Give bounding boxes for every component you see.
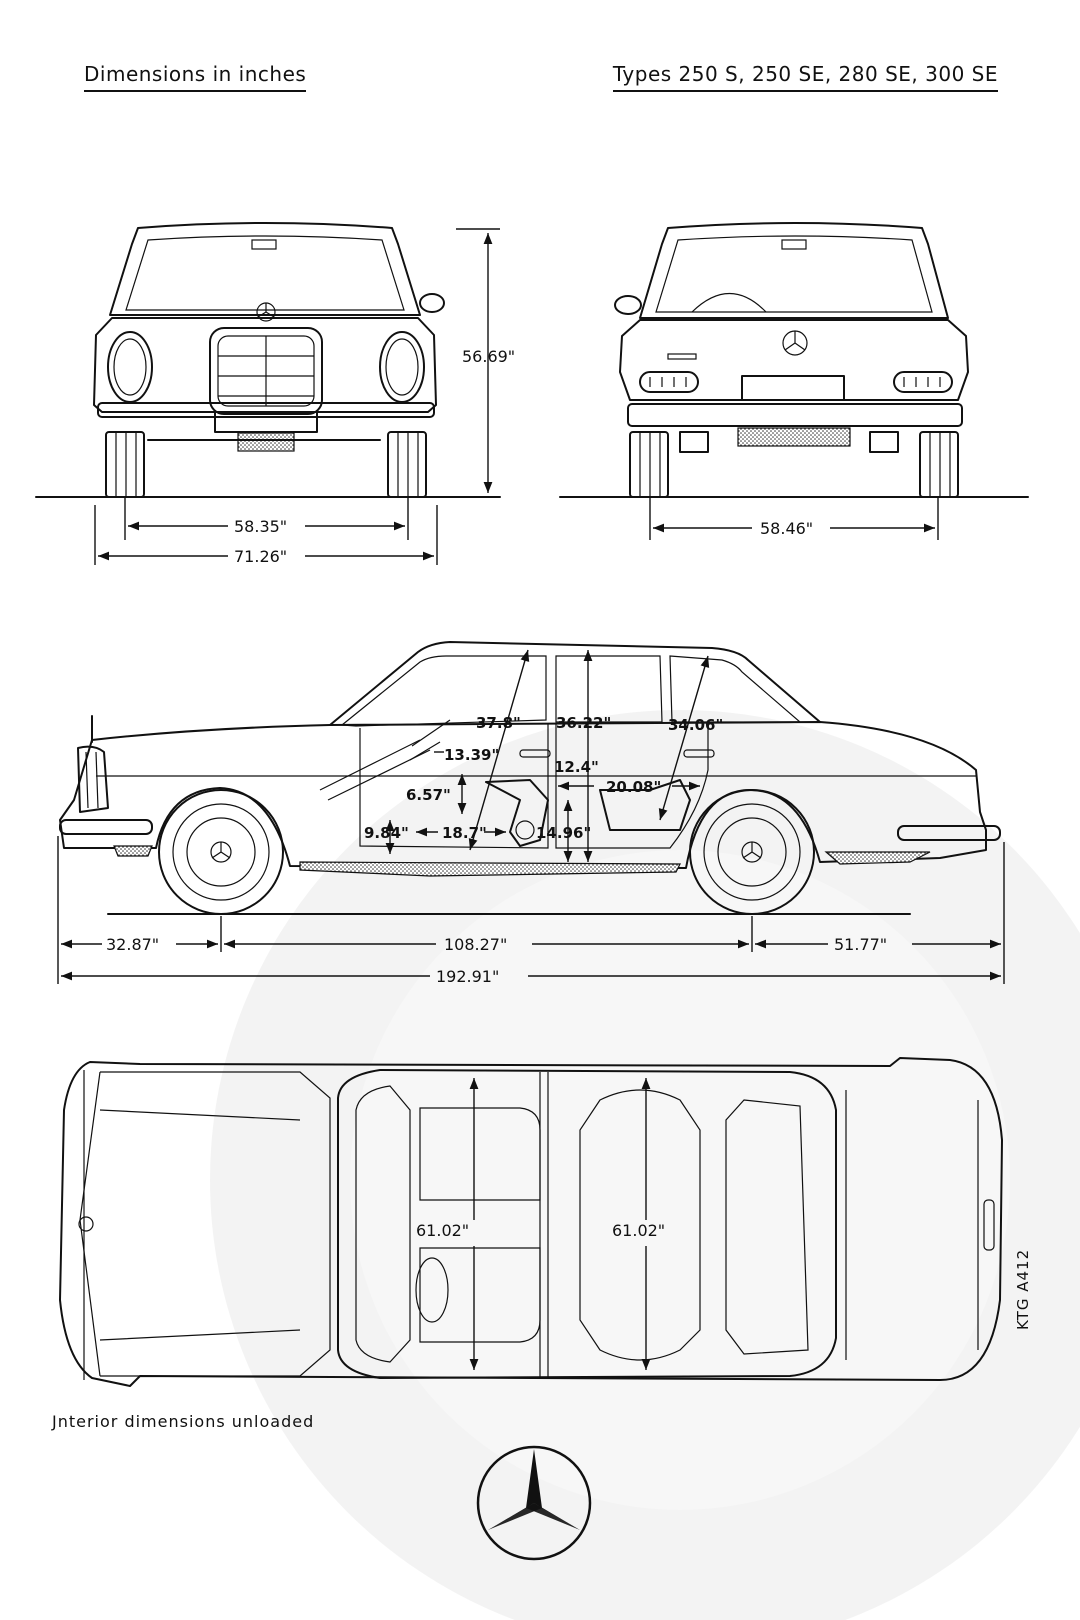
rear-legroom-label: 20.08" — [606, 778, 661, 796]
three-pointed-star-logo — [476, 1445, 592, 1561]
rear-track-label: 58.46" — [760, 519, 813, 538]
front-width-label: 71.26" — [234, 547, 287, 566]
seat-back-height-label: 6.57" — [406, 786, 451, 804]
front-seat-depth-label: 18.7" — [442, 824, 487, 842]
front-view — [35, 222, 501, 498]
seat-cushion-label: 12.4" — [554, 758, 599, 776]
header-title-right: Types 250 S, 250 SE, 280 SE, 300 SE — [612, 62, 998, 92]
top-view — [59, 1057, 1003, 1387]
rear-overhang-label: 51.77" — [834, 935, 887, 954]
interior-dimensions: 37.8" 36.22" 34.06" 13.39" 12.4" 20.08" … — [364, 649, 723, 862]
rear-seat-height-label: 34.06" — [668, 716, 723, 734]
watermark-emblem — [210, 710, 1080, 1620]
front-height-label: 56.69" — [462, 347, 515, 366]
front-headroom-label: 37.8" — [476, 714, 521, 732]
overall-length-label: 192.91" — [436, 967, 499, 986]
side-view — [59, 641, 1001, 915]
rear-headroom-label: 36.22" — [556, 714, 611, 732]
front-track-label: 58.35" — [234, 517, 287, 536]
rear-view — [559, 222, 1029, 498]
front-overhang-label: 32.87" — [106, 935, 159, 954]
steering-to-seat-label: 13.39" — [444, 746, 499, 764]
header-title-left: Dimensions in inches — [84, 62, 307, 92]
front-shoulder-width-label: 61.02" — [416, 1221, 469, 1240]
seat-height-label: 14.96" — [536, 824, 591, 842]
floor-to-seat-label: 9.84" — [364, 824, 409, 842]
drawing-code: KTG A412 — [1014, 1248, 1032, 1330]
rear-shoulder-width-label: 61.02" — [612, 1221, 665, 1240]
wheelbase-label: 108.27" — [444, 935, 507, 954]
footer-note: Jnterior dimensions unloaded — [52, 1412, 315, 1431]
